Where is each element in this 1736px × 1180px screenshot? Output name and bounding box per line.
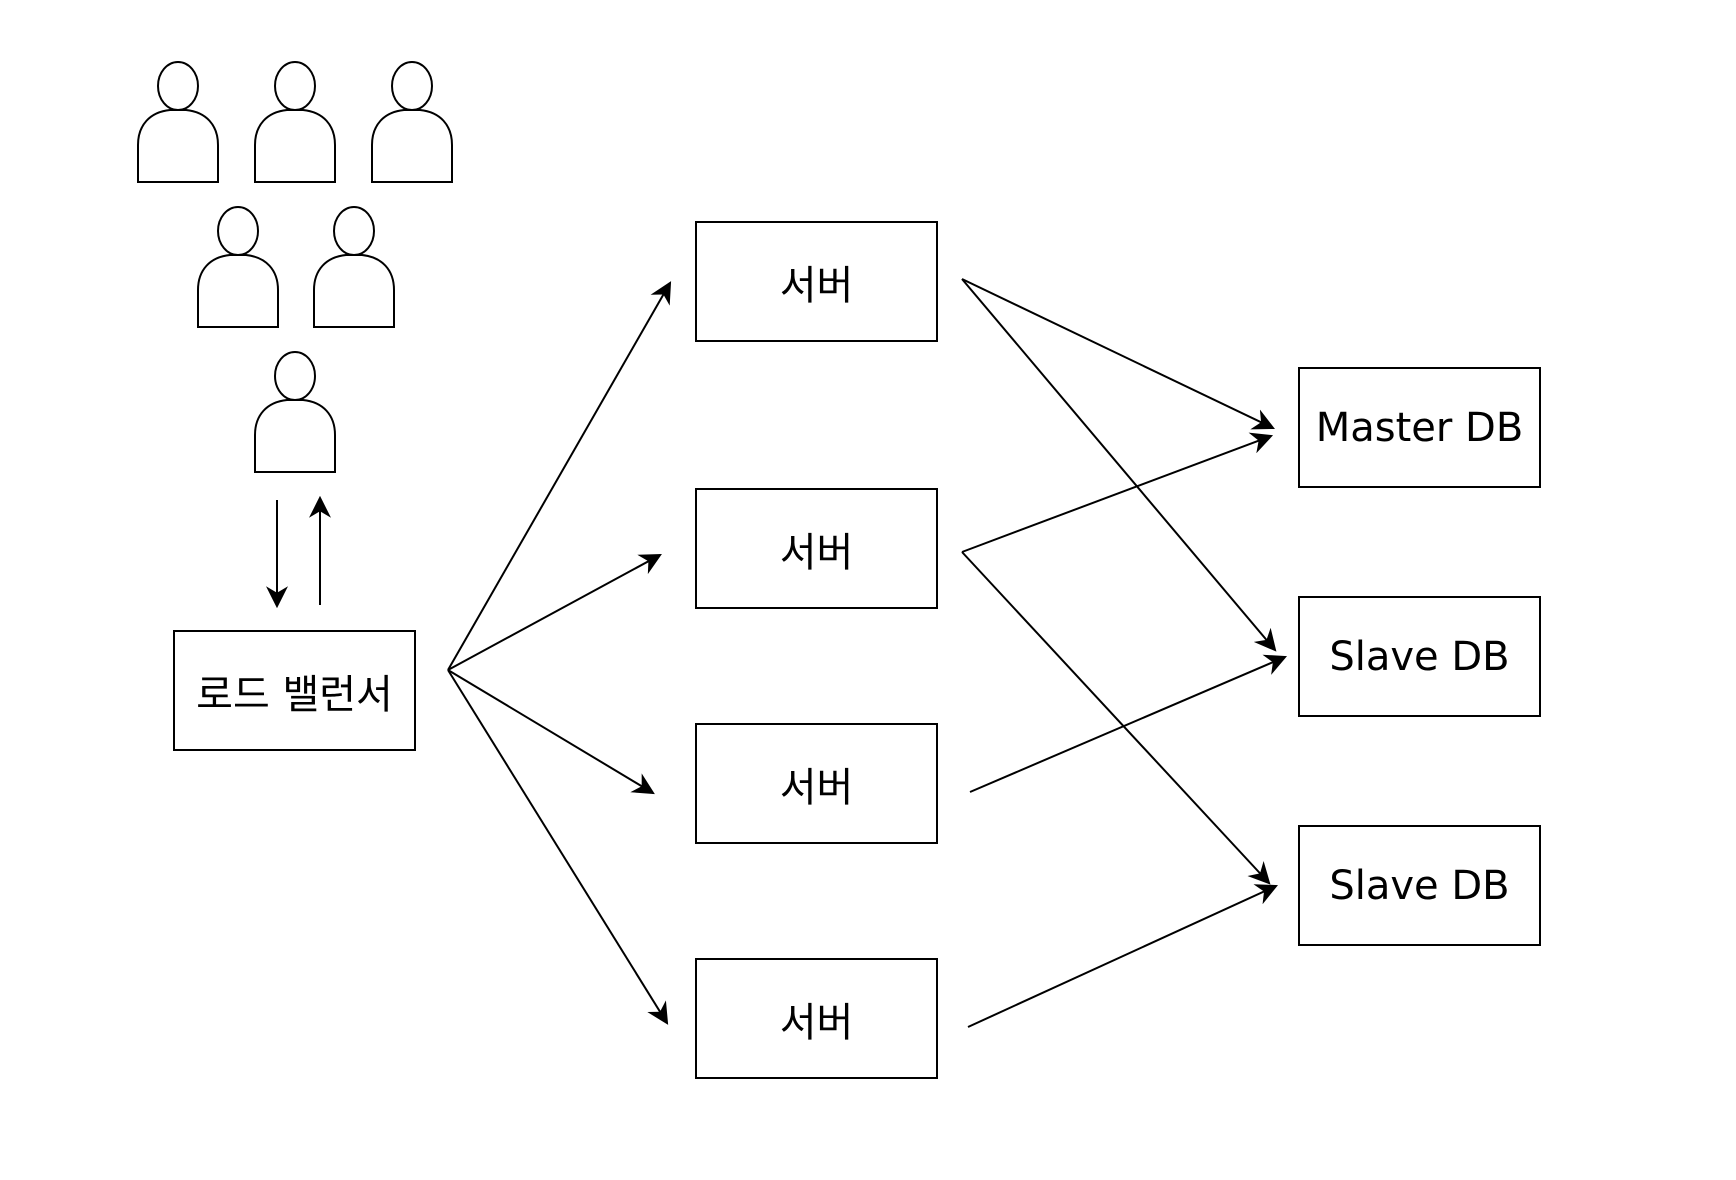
- slave-db-box-2: Slave DB: [1298, 825, 1541, 946]
- slave-db-box-1: Slave DB: [1298, 596, 1541, 717]
- server-box-1: 서버: [695, 221, 938, 342]
- user-icon: [313, 206, 395, 328]
- user-icon: [371, 61, 453, 183]
- slave-db-label: Slave DB: [1329, 633, 1510, 680]
- lb-to-server-2-arrow: [447, 553, 662, 671]
- server-1-to-slave-1-arrow: [961, 278, 1277, 652]
- server-3-to-slave-1-arrow: [969, 654, 1288, 793]
- user-icon: [254, 351, 336, 473]
- user-group: [137, 61, 453, 473]
- master-db-label: Master DB: [1315, 404, 1524, 451]
- lb-to-server-1-arrow: [447, 281, 672, 671]
- load-balancer-connections: [447, 281, 672, 1025]
- server-box-3: 서버: [695, 723, 938, 844]
- lb-to-server-4-arrow: [447, 669, 669, 1025]
- server-label: 서버: [779, 262, 854, 309]
- server-2-to-master-arrow: [961, 432, 1274, 553]
- server-label: 서버: [779, 764, 854, 811]
- load-balancer-box: 로드 밸런서: [173, 630, 416, 751]
- lb-to-server-3-arrow: [447, 669, 655, 795]
- master-db-box: Master DB: [1298, 367, 1541, 488]
- user-icon: [197, 206, 279, 328]
- user-icon: [254, 61, 336, 183]
- server-1-to-master-arrow: [961, 278, 1275, 430]
- user-icon: [137, 61, 219, 183]
- server-label: 서버: [779, 999, 854, 1046]
- server-label: 서버: [779, 529, 854, 576]
- load-balancer-label: 로드 밸런서: [196, 671, 393, 718]
- server-2-to-slave-2-arrow: [961, 551, 1271, 885]
- server-4-to-slave-2-arrow: [967, 884, 1279, 1028]
- server-box-2: 서버: [695, 488, 938, 609]
- server-db-connections: [961, 278, 1288, 1028]
- slave-db-label: Slave DB: [1329, 862, 1510, 909]
- server-box-4: 서버: [695, 958, 938, 1079]
